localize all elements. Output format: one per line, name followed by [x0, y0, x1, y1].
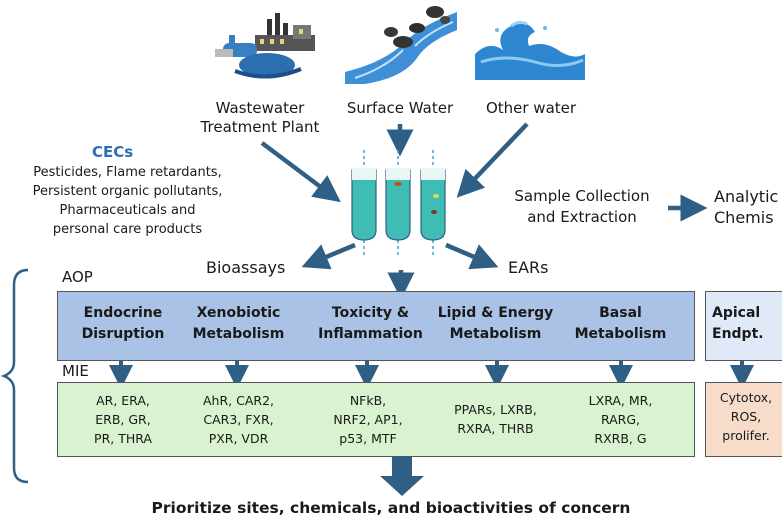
factory-icon	[215, 13, 315, 79]
source-wastewater-label: Wastewater Treatment Plant	[200, 99, 320, 136]
aop-item-toxicity: Toxicity &Inflammation	[318, 305, 423, 342]
cec-line: Pesticides, Flame retardants,	[33, 165, 222, 180]
apical-mie-items: Cytotox,ROS,prolifer.	[719, 390, 773, 443]
analytical-chemistry-label: Analytic Chemis	[714, 187, 779, 227]
arrow-wastewater-to-tubes	[260, 141, 341, 203]
mie-item-xenobiotic: AhR, CAR2,CAR3, FXR,PXR, VDR	[203, 393, 274, 446]
mie-item-toxicity: NFkB,NRF2, AP1,p53, MTF	[333, 393, 403, 446]
mie-box: AR, ERA,ERB, GR,PR, THRA AhR, CAR2,CAR3,…	[57, 382, 695, 457]
sample-collection-label: Sample Collection and Extraction	[514, 187, 650, 226]
apical-mie-box: Cytotox,ROS,prolifer.	[705, 382, 782, 457]
river-icon	[345, 6, 457, 84]
ears-label: EARs	[508, 258, 549, 277]
aop-tag: AOP	[62, 268, 93, 286]
arrow-to-bioassays	[301, 242, 356, 270]
aop-to-mie-arrows	[109, 361, 754, 389]
source-other-water-label: Other water	[485, 99, 577, 117]
cec-line: personal care products	[52, 222, 203, 237]
cecs-title: CECs	[92, 143, 134, 161]
conclusion-text: Prioritize sites, chemicals, and bioacti…	[151, 499, 631, 517]
source-surface-water-label: Surface Water	[346, 99, 454, 117]
sample-tubes-icon	[351, 168, 446, 241]
mie-item-endocrine: AR, ERA,ERB, GR,PR, THRA	[94, 393, 152, 446]
left-bracket	[0, 268, 29, 484]
cec-line: Pharmaceuticals and	[59, 203, 196, 218]
bioassays-label: Bioassays	[206, 258, 286, 277]
mie-tag: MIE	[62, 362, 89, 380]
mie-item-basal: LXRA, MR,RARG,RXRB, G	[588, 393, 653, 446]
arrow-other-to-tubes	[456, 122, 529, 198]
cec-line: Persistent organic pollutants,	[32, 184, 223, 199]
conclusion-arrow	[380, 457, 424, 496]
wave-icon	[475, 20, 585, 80]
arrow-to-ears	[445, 242, 499, 270]
cecs-list: Pesticides, Flame retardants, Persistent…	[20, 163, 235, 239]
mie-item-lipid-energy: PPARs, LXRB,RXRA, THRB	[454, 402, 537, 436]
